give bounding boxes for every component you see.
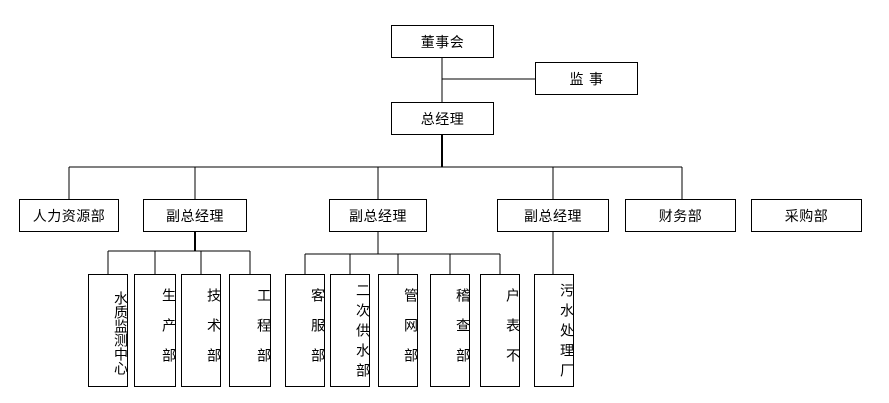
node-sewage-plant: 污水处理厂 — [534, 274, 574, 387]
node-supervisor: 监 事 — [535, 62, 638, 95]
node-pipe-network: 管网部 — [378, 274, 418, 387]
node-water-quality-center: 水质监测中心 — [88, 274, 128, 387]
node-vp-1: 副总经理 — [143, 199, 247, 232]
node-customer-service: 客服部 — [285, 274, 325, 387]
node-purchasing: 采购部 — [751, 199, 862, 232]
node-production: 生产部 — [134, 274, 176, 387]
node-board: 董事会 — [391, 25, 494, 58]
node-general-manager: 总经理 — [391, 102, 494, 135]
node-hr: 人力资源部 — [19, 199, 119, 232]
node-vp-3: 副总经理 — [497, 199, 609, 232]
node-engineering: 工程部 — [229, 274, 271, 387]
node-technology: 技术部 — [181, 274, 221, 387]
node-household-meter: 户表不 — [480, 274, 520, 387]
node-finance: 财务部 — [625, 199, 736, 232]
node-audit: 稽查部 — [430, 274, 470, 387]
node-vp-2: 副总经理 — [329, 199, 427, 232]
node-secondary-water-supply: 二次供水部 — [330, 274, 370, 387]
